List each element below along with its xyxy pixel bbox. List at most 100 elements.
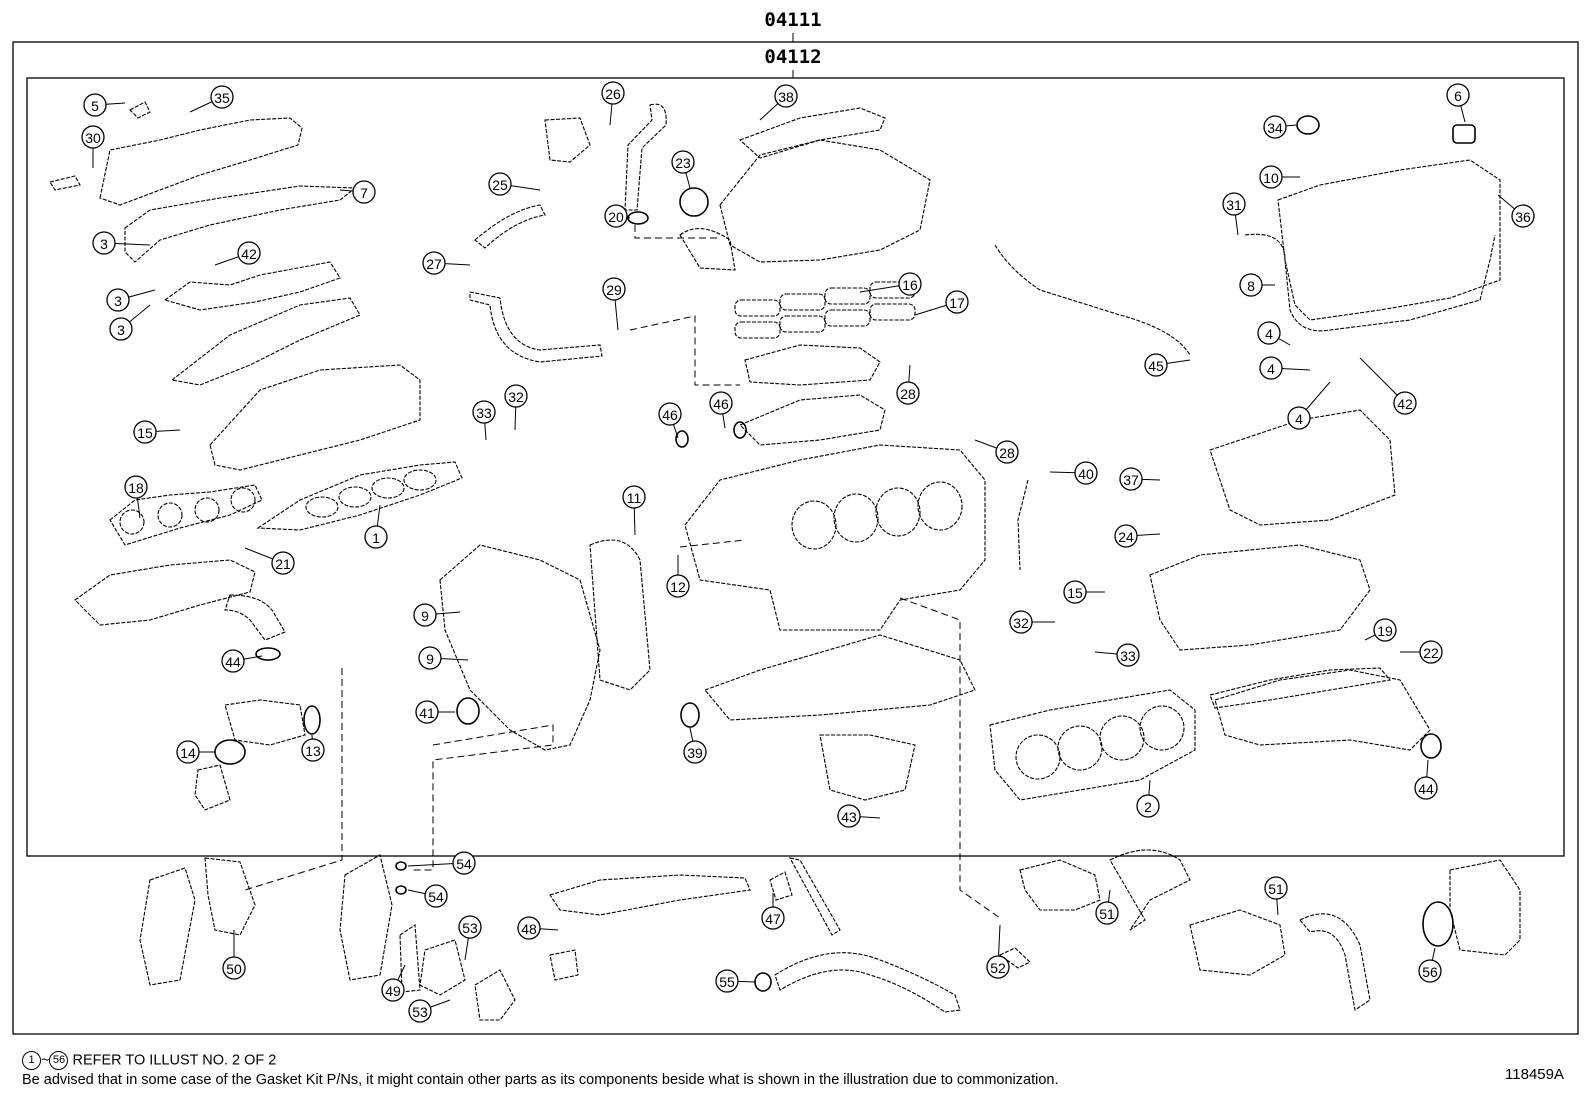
callout-14: 14	[176, 740, 215, 764]
callout-number: 20	[608, 209, 624, 225]
callout-number: 4	[1267, 361, 1275, 377]
callout-48: 48	[517, 916, 559, 940]
callout-number: 31	[1226, 197, 1242, 213]
callout-number: 44	[225, 654, 241, 670]
callout-number: 30	[85, 130, 101, 146]
callout-50: 50	[222, 930, 246, 980]
callout-circle	[381, 978, 405, 1002]
callout-19: 19	[1364, 618, 1397, 642]
callout-circle	[1114, 524, 1138, 548]
callout-4: 4	[1287, 381, 1331, 430]
callout-10: 10	[1259, 165, 1300, 189]
callout-number: 27	[426, 256, 442, 272]
callout-number: 9	[421, 608, 429, 624]
range-start-callout: 1	[22, 1051, 41, 1070]
callout-circle	[1095, 901, 1119, 925]
callout-number: 54	[456, 856, 472, 872]
callout-number: 25	[492, 177, 508, 193]
callout-number: 42	[1397, 396, 1413, 412]
callout-number: 46	[662, 407, 678, 423]
callout-number: 17	[949, 295, 965, 311]
callout-circle	[517, 916, 541, 940]
callout-46: 46	[658, 402, 682, 439]
callout-circle	[1419, 640, 1443, 664]
callout-29: 29	[602, 277, 626, 331]
callout-3: 3	[92, 231, 151, 255]
callout-number: 7	[360, 185, 368, 201]
callout-18: 18	[124, 475, 148, 519]
callout-circle	[222, 956, 246, 980]
callout-number: 22	[1423, 645, 1439, 661]
inner-kit-frame	[26, 77, 1565, 857]
refer-text: REFER TO ILLUST NO. 2 OF 2	[72, 1052, 277, 1069]
callout-circle	[1259, 165, 1283, 189]
callout-51: 51	[1264, 876, 1288, 916]
callout-number: 24	[1118, 529, 1134, 545]
callout-30: 30	[81, 125, 105, 168]
callout-circle	[715, 969, 739, 993]
callout-4: 4	[1259, 356, 1311, 380]
callout-circle	[1418, 959, 1442, 983]
callout-number: 34	[1267, 120, 1283, 136]
callout-number: 45	[1148, 358, 1164, 374]
callout-circle	[472, 400, 496, 424]
callout-2: 2	[1136, 779, 1160, 818]
callout-circle	[896, 381, 920, 405]
callout-circle	[106, 288, 130, 312]
callout-circle	[210, 85, 234, 109]
callout-circle	[671, 150, 695, 174]
callout-number: 12	[670, 579, 686, 595]
callout-number: 4	[1295, 411, 1303, 427]
callout-circle	[83, 93, 107, 117]
callout-20: 20	[604, 204, 631, 228]
callout-circle	[995, 440, 1019, 464]
callout-number: 51	[1268, 881, 1284, 897]
callout-51: 51	[1095, 889, 1119, 925]
callout-number: 52	[990, 960, 1006, 976]
callout-circle	[109, 317, 133, 341]
callout-28: 28	[896, 364, 920, 405]
callout-44: 44	[221, 649, 263, 673]
callout-26: 26	[601, 81, 625, 126]
callout-circle	[601, 81, 625, 105]
callout-39: 39	[683, 727, 707, 764]
callout-circle	[945, 290, 969, 314]
callout-number: 28	[900, 386, 916, 402]
callout-number: 40	[1078, 466, 1094, 482]
callout-9: 9	[418, 646, 469, 670]
callout-number: 15	[137, 425, 153, 441]
callout-circle	[622, 485, 646, 509]
callout-6: 6	[1446, 83, 1470, 123]
callout-circle	[271, 551, 295, 575]
callout-circle	[1257, 321, 1281, 345]
callout-54: 54	[407, 851, 476, 875]
callout-number: 33	[476, 405, 492, 421]
callout-number: 9	[426, 651, 434, 667]
callout-number: 41	[419, 705, 435, 721]
callout-number: 1	[372, 530, 380, 546]
outer-kit-frame	[12, 41, 1579, 1035]
callout-47: 47	[761, 893, 785, 930]
callout-55: 55	[715, 969, 756, 993]
part-sketches	[49, 101, 1521, 1021]
callout-number: 16	[902, 277, 918, 293]
callout-circle	[301, 738, 325, 762]
callout-circle	[124, 475, 148, 499]
callout-number: 4	[1265, 326, 1273, 342]
callout-number: 8	[1247, 278, 1255, 294]
illustration-id: 118459A	[1505, 1066, 1564, 1083]
callout-circle	[413, 603, 437, 627]
refer-note: 1~56 REFER TO ILLUST NO. 2 OF 2	[22, 1051, 276, 1070]
callout-circle	[709, 391, 733, 415]
callout-number: 3	[117, 322, 125, 338]
callout-12: 12	[666, 555, 690, 598]
callout-number: 15	[1067, 585, 1083, 601]
callout-circle	[458, 915, 482, 939]
callout-circle	[1446, 83, 1470, 107]
callout-53: 53	[458, 915, 482, 961]
callout-number: 49	[385, 983, 401, 999]
callout-number: 6	[1454, 88, 1462, 104]
callout-33: 33	[472, 400, 496, 441]
callout-circle	[221, 649, 245, 673]
